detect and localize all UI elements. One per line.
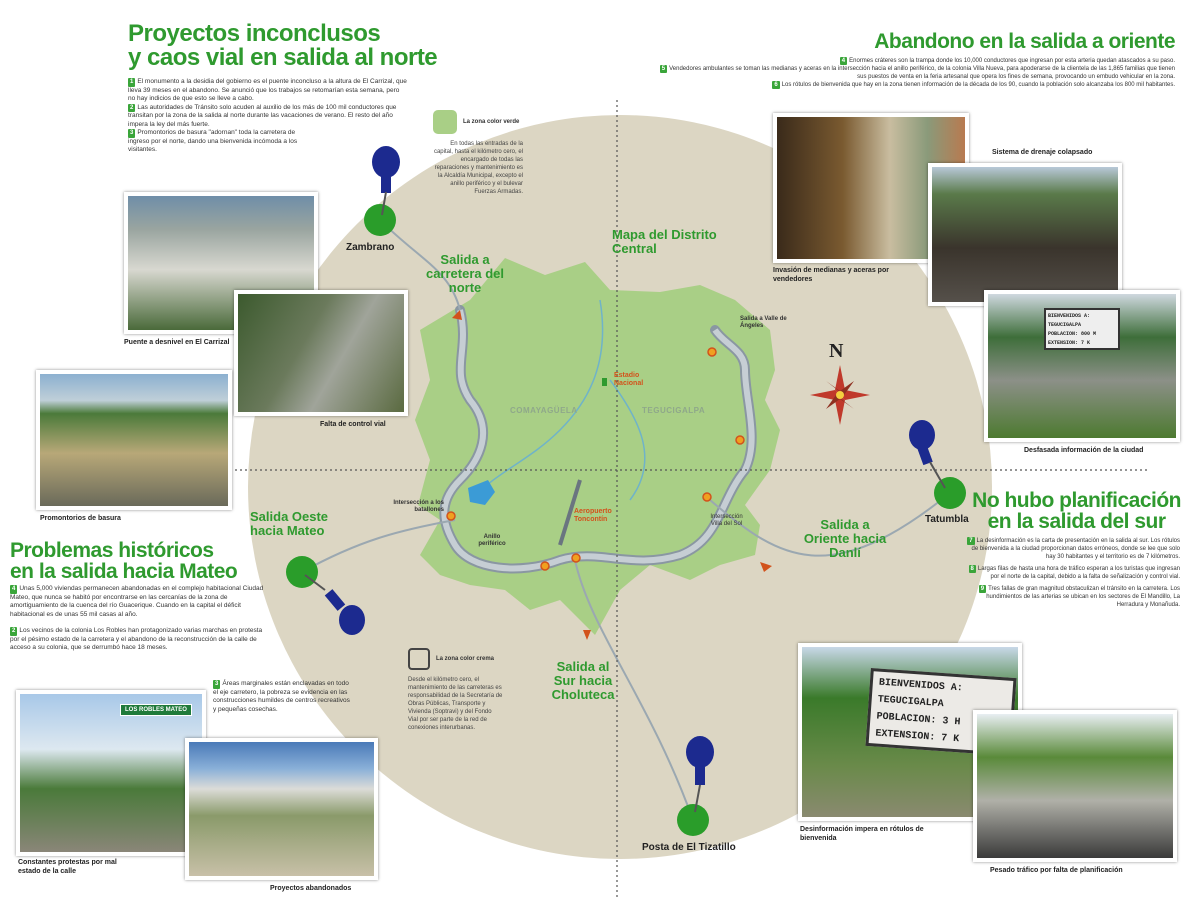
batallones-label: Intersección a los batallones: [393, 500, 444, 513]
pin-tatumbla-icon: [909, 420, 966, 509]
west-exit-label: Salida Oeste hacia Mateo: [250, 509, 329, 538]
photo-caption: Falta de control vial: [320, 421, 386, 428]
road-north: [379, 219, 461, 311]
south-exit-label: Salida al Sur hacia Choluteca: [551, 659, 615, 702]
green-zone: [415, 258, 780, 635]
legend-green: La zona color verde En todas las entrada…: [433, 110, 523, 196]
cream-swatch: [408, 648, 430, 670]
villa-del-sol-label: Intersección Villa del Sol: [710, 514, 743, 527]
compass-rose-icon: [810, 365, 870, 425]
intersection-markers: [446, 347, 745, 571]
photo-proyectos-abandonados: [185, 738, 378, 880]
valle-angeles-label: Salida a Valle de Ángeles: [740, 316, 787, 329]
photo-caption: Constantes protestas por mal estado de l…: [18, 859, 117, 875]
pin-zambrano-icon: [364, 146, 400, 236]
photo-caption: Pesado tráfico por falta de planificació…: [990, 867, 1123, 874]
photo-caption: Promontorios de basura: [40, 515, 121, 522]
airport-runway: [558, 479, 582, 546]
zambrano-label: Zambrano: [346, 242, 395, 253]
photo-drenaje: [928, 163, 1122, 306]
compass-north-label: N: [829, 340, 844, 362]
anillo-label: Anillo periférico: [478, 534, 506, 547]
photo-control-vial: [234, 290, 408, 416]
estadio-label: Estadio Nacional: [614, 372, 644, 387]
east-exit-label: Salida a Oriente hacia Danlí: [803, 517, 887, 560]
river: [469, 299, 646, 501]
pin-mateo-icon: [286, 556, 365, 635]
photo-caption: Puente a desnivel en El Carrizal: [124, 339, 230, 346]
city-tegucigalpa: TEGUCIGALPA: [642, 406, 706, 415]
green-swatch: [433, 110, 457, 134]
photo-trafico: [973, 710, 1177, 862]
street-sign: LOS ROBLES MATEO: [120, 704, 192, 716]
photo-caption: Desfasada información de la ciudad: [1024, 447, 1144, 454]
north-exit-label: Salida a carretera del norte: [425, 252, 505, 295]
aeropuerto-label: Aeropuerto Toncontín: [574, 508, 612, 523]
tatumbla-label: Tatumbla: [925, 514, 969, 525]
legend-cream: La zona color crema Desde el kilómetro c…: [408, 648, 503, 732]
arrow-icons: [452, 310, 772, 640]
road-south: [574, 559, 694, 821]
east-title: Abandono en la salida a oriente: [874, 30, 1175, 53]
photo-caption: Proyectos abandonados: [270, 885, 352, 892]
city-comayaguela: COMAYAGÜELA: [510, 406, 578, 415]
tizatillo-label: Posta de El Tizatillo: [642, 842, 736, 853]
photo-caption: Desinformación impera en rótulos de bien…: [800, 826, 924, 842]
photo-protestas: LOS ROBLES MATEO: [16, 690, 206, 856]
pin-tizatillo-icon: [677, 736, 714, 836]
photo-basura: [36, 370, 232, 510]
road-west: [301, 519, 456, 573]
photo-caption: Invasión de medianas y aceras por vended…: [773, 267, 889, 283]
reservoir: [468, 480, 495, 505]
road-east: [709, 492, 951, 557]
map-title: Mapa del Distrito Central: [612, 227, 717, 256]
photo-caption: Sistema de drenaje colapsado: [992, 149, 1093, 156]
stadium-marker: [602, 378, 607, 386]
